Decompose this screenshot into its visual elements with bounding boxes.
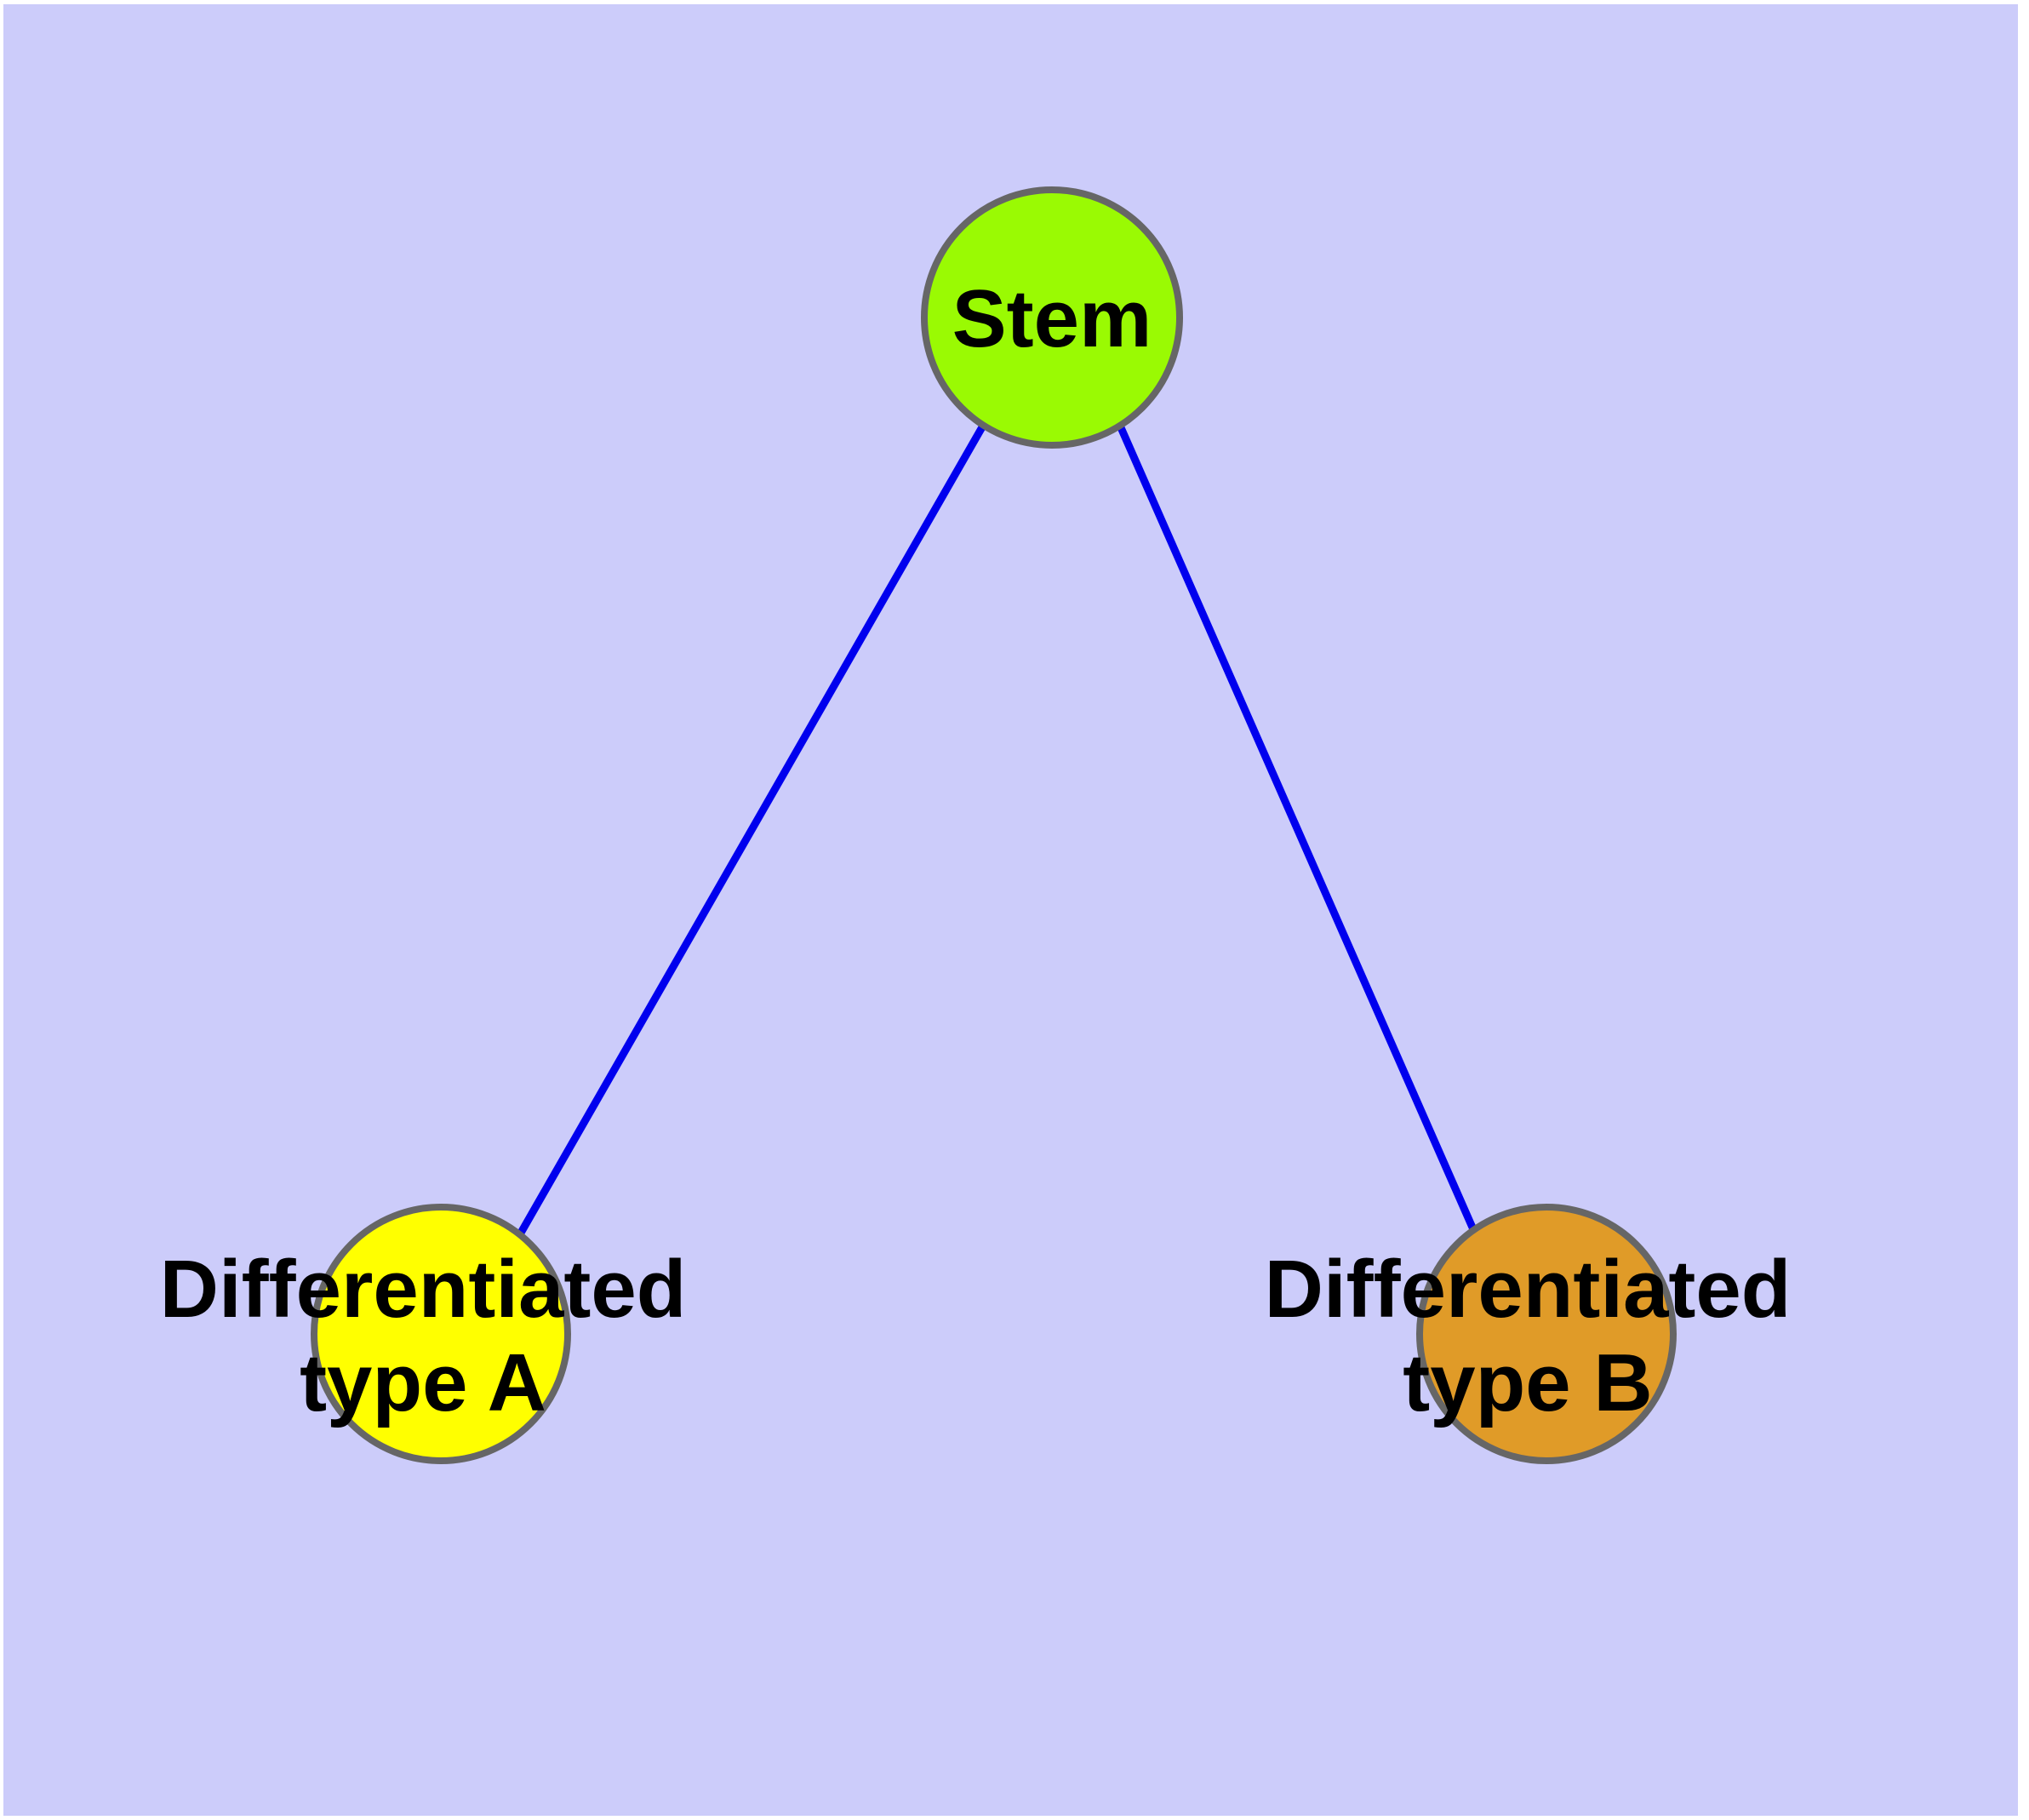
node-stem-circle[interactable] [921,186,1183,449]
node-differentiated-type-b-label-line1: Differentiated [1265,1244,1792,1335]
edge-stem-to-differentiated-type-a[interactable] [516,421,987,1239]
node-differentiated-type-a-label-line1: Differentiated [160,1244,687,1335]
node-differentiated-type-b-circle[interactable] [1416,1204,1677,1464]
edge-stem-to-differentiated-type-b[interactable] [1116,421,1480,1239]
node-layer [311,186,1677,1464]
node-stem-label: Stem [952,273,1152,364]
label-layer: Stem Differentiated type A Differentiate… [160,273,1792,1428]
edge-layer [516,421,1480,1239]
node-differentiated-type-a-label-line2: type A [300,1337,546,1428]
node-differentiated-type-a-circle[interactable] [311,1204,571,1464]
node-differentiated-type-b-label-line2: type B [1403,1337,1652,1428]
